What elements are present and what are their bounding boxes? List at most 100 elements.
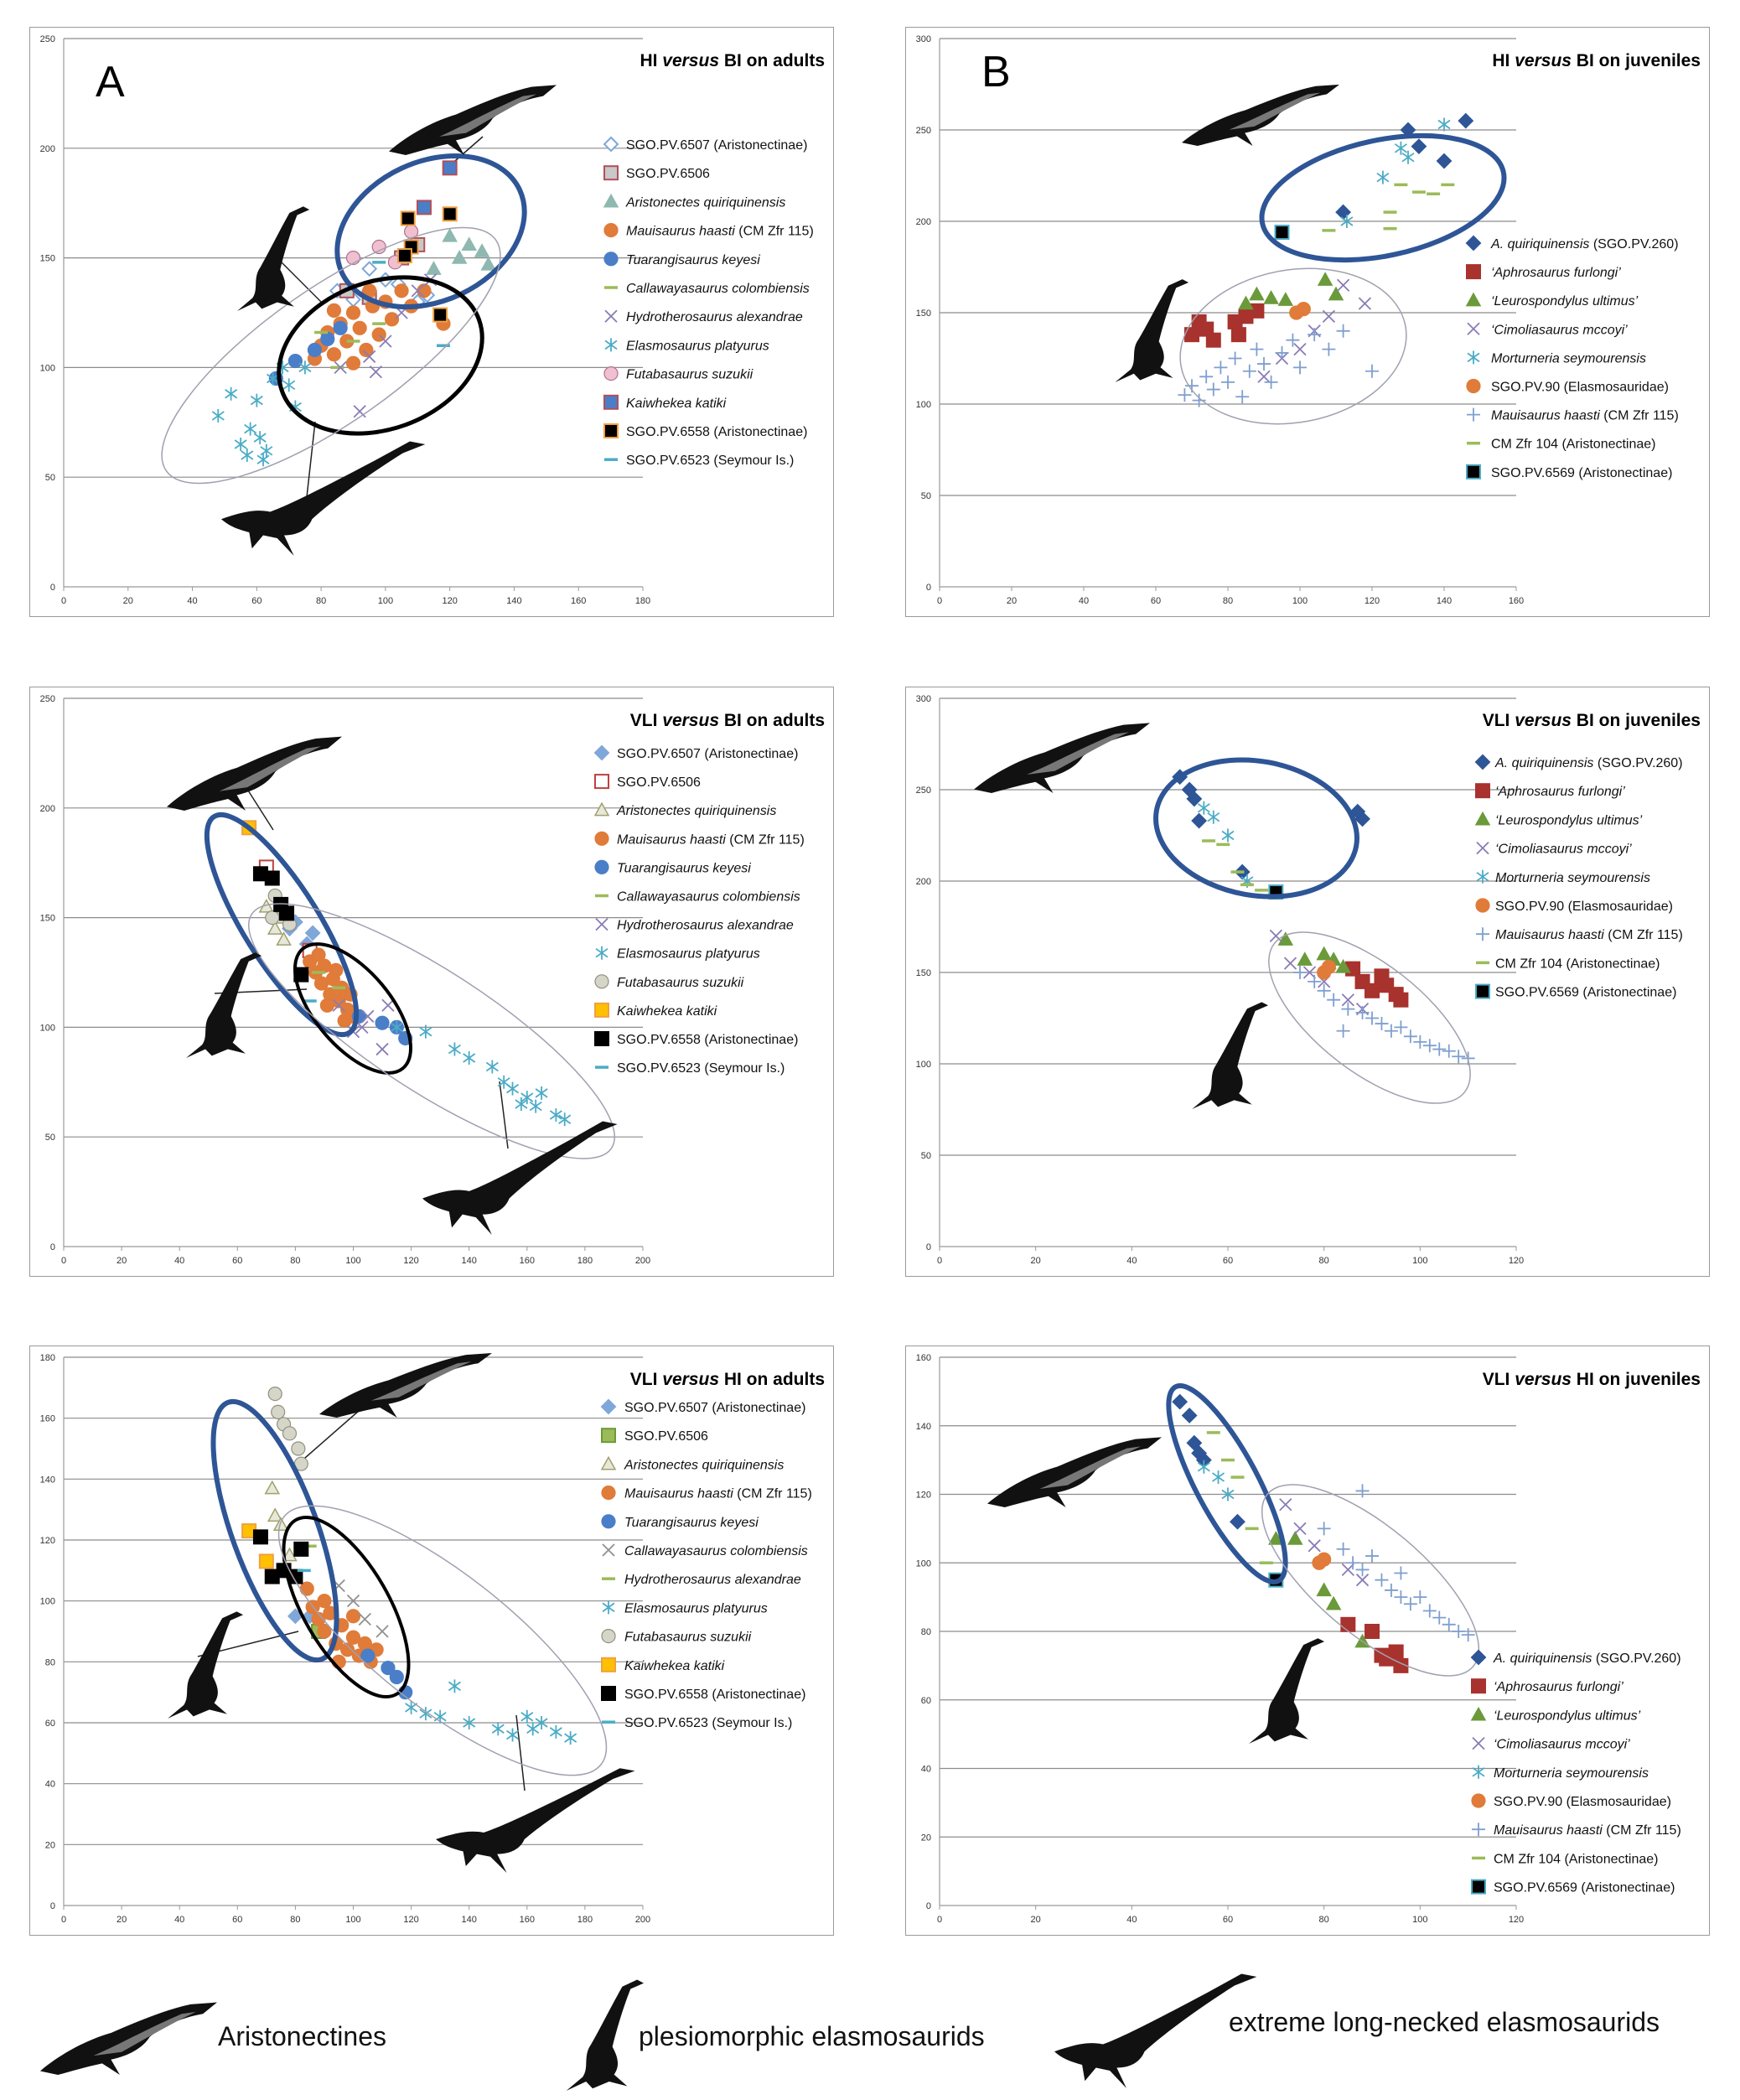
data-point xyxy=(361,1009,375,1023)
legend-name: SGO.PV.90 xyxy=(1495,900,1564,914)
legend-name: Elasmosaurus platyurus xyxy=(617,947,760,962)
legend-label: SGO.PV.6506 xyxy=(617,775,701,790)
data-point xyxy=(384,312,400,327)
legend-name: ‘Leurospondylus ultimus’ xyxy=(1495,813,1643,827)
legend-label: Callawayasaurus colombiensis xyxy=(626,282,810,296)
legend-label: Hydrotherosaurus alexandrae xyxy=(617,919,794,933)
legend-label: CM Zfr 104 (Aristonectinae) xyxy=(1491,438,1656,452)
title-part: VLI xyxy=(630,711,663,730)
legend-entry: Aristonectes quiriquinensis xyxy=(600,1455,784,1472)
aristonectine-silhouette-icon xyxy=(1182,84,1339,146)
legend-label: A. quiriquinensis (SGO.PV.260) xyxy=(1493,1651,1681,1666)
legend-marker-icon xyxy=(1465,235,1482,251)
legend-label: ‘Aphrosaurus furlongi’ xyxy=(1491,266,1621,280)
legend-label: Elasmosaurus platyurus xyxy=(626,339,769,353)
x-tick-label: 200 xyxy=(635,1256,650,1266)
data-point xyxy=(1341,1563,1354,1577)
legend-marker-icon xyxy=(594,859,609,874)
legend-marker-icon xyxy=(594,974,609,989)
data-point xyxy=(1316,1582,1332,1597)
legend-suffix: (Aristonectinae) xyxy=(1577,1881,1675,1895)
data-point xyxy=(1297,951,1313,966)
legend-suffix: (Aristonectinae) xyxy=(708,1401,806,1415)
series-5 xyxy=(312,971,346,990)
group-ellipse xyxy=(1261,1484,1480,1677)
legend-name: Hydrotherosaurus alexandrae xyxy=(624,1573,801,1587)
data-point xyxy=(353,405,366,418)
title-part: versus xyxy=(1515,1370,1572,1389)
data-point xyxy=(311,1611,326,1627)
panel-label: A xyxy=(96,58,125,106)
group-ellipse xyxy=(161,226,501,485)
data-point xyxy=(267,1386,282,1402)
legend-name: SGO.PV.6558 xyxy=(617,1033,701,1047)
y-tick-label: 100 xyxy=(916,400,931,410)
data-point xyxy=(252,1529,268,1545)
legend-name: Mauisaurus haasti xyxy=(1491,409,1600,423)
legend-label: SGO.PV.6558 (Aristonectinae) xyxy=(626,425,807,439)
legend-label: Tuarangisaurus keyesi xyxy=(617,861,751,875)
data-point xyxy=(375,1042,389,1056)
y-tick-label: 0 xyxy=(926,583,931,593)
y-tick-label: 100 xyxy=(40,1023,55,1033)
data-point xyxy=(279,905,295,921)
plesiomorphic-silhouette-icon xyxy=(168,1611,244,1719)
legend-label: SGO.PV.6558 (Aristonectinae) xyxy=(617,1033,798,1047)
data-point xyxy=(442,206,458,222)
x-tick-label: 80 xyxy=(1319,1915,1329,1925)
legend-name: Aristonectes quiriquinensis xyxy=(616,804,776,818)
data-point xyxy=(1458,112,1474,129)
legend-entry: CM Zfr 104 (Aristonectinae) xyxy=(1472,1852,1659,1866)
legend-marker-icon xyxy=(1475,898,1490,913)
data-point xyxy=(241,449,254,463)
legend-marker-icon xyxy=(1466,464,1481,480)
series-5 xyxy=(1317,959,1336,980)
legend-name: SGO.PV.6507 xyxy=(624,1401,708,1415)
legend-marker-icon xyxy=(1475,783,1490,799)
legend-marker-icon xyxy=(593,744,610,761)
data-point xyxy=(564,1731,577,1745)
chart-title: VLI versus HI on juveniles xyxy=(1483,1370,1701,1389)
aristonectine-silhouette-icon xyxy=(987,1437,1162,1507)
data-point xyxy=(1384,1583,1398,1597)
legend-marker-icon xyxy=(1472,1736,1485,1750)
data-point xyxy=(1452,1050,1466,1064)
x-tick-label: 120 xyxy=(403,1256,418,1266)
data-point xyxy=(1394,141,1407,155)
plesiomorphic-silhouette-icon xyxy=(237,206,310,311)
data-point xyxy=(1328,286,1344,301)
legend-name: SGO.PV.90 xyxy=(1491,381,1560,395)
legend-marker-icon xyxy=(600,1455,617,1470)
series-0 xyxy=(1172,769,1370,880)
series-7 xyxy=(1202,839,1269,892)
data-point xyxy=(1279,1498,1292,1511)
legend-label: ‘Cimoliasaurus mccoyi’ xyxy=(1494,1738,1630,1752)
data-point xyxy=(1257,357,1271,371)
legend-label: Callawayasaurus colombiensis xyxy=(617,890,800,905)
x-tick-label: 180 xyxy=(577,1915,593,1925)
data-point xyxy=(332,998,345,1012)
legend-label: SGO.PV.90 (Elasmosauridae) xyxy=(1494,1795,1671,1809)
data-point xyxy=(1249,303,1265,319)
plesiomorphic-silhouette-icon xyxy=(186,952,262,1058)
legend-suffix: (CM Zfr 115) xyxy=(733,1487,812,1501)
data-point xyxy=(260,443,273,458)
title-part: versus xyxy=(662,1370,719,1389)
x-tick-label: 40 xyxy=(174,1915,184,1925)
legend-marker-icon xyxy=(601,1514,616,1529)
y-tick-label: 300 xyxy=(916,34,931,44)
data-point xyxy=(1322,342,1336,356)
data-point xyxy=(1341,993,1354,1007)
legend-suffix: (Elasmosauridae) xyxy=(1562,1795,1671,1809)
title-part: BI on adults xyxy=(719,711,825,730)
data-point xyxy=(326,347,342,362)
legend-entry: ‘Leurospondylus ultimus’ xyxy=(1465,292,1639,309)
data-point xyxy=(1340,1616,1356,1632)
legend-label: Morturneria seymourensis xyxy=(1491,351,1646,366)
legend-entry: Hydrotherosaurus alexandrae xyxy=(604,309,803,324)
data-point xyxy=(1207,810,1220,824)
data-point xyxy=(1401,150,1415,164)
data-point xyxy=(339,1642,355,1657)
legend-suffix: (CM Zfr 115) xyxy=(1600,409,1679,423)
data-point xyxy=(1422,1039,1437,1053)
